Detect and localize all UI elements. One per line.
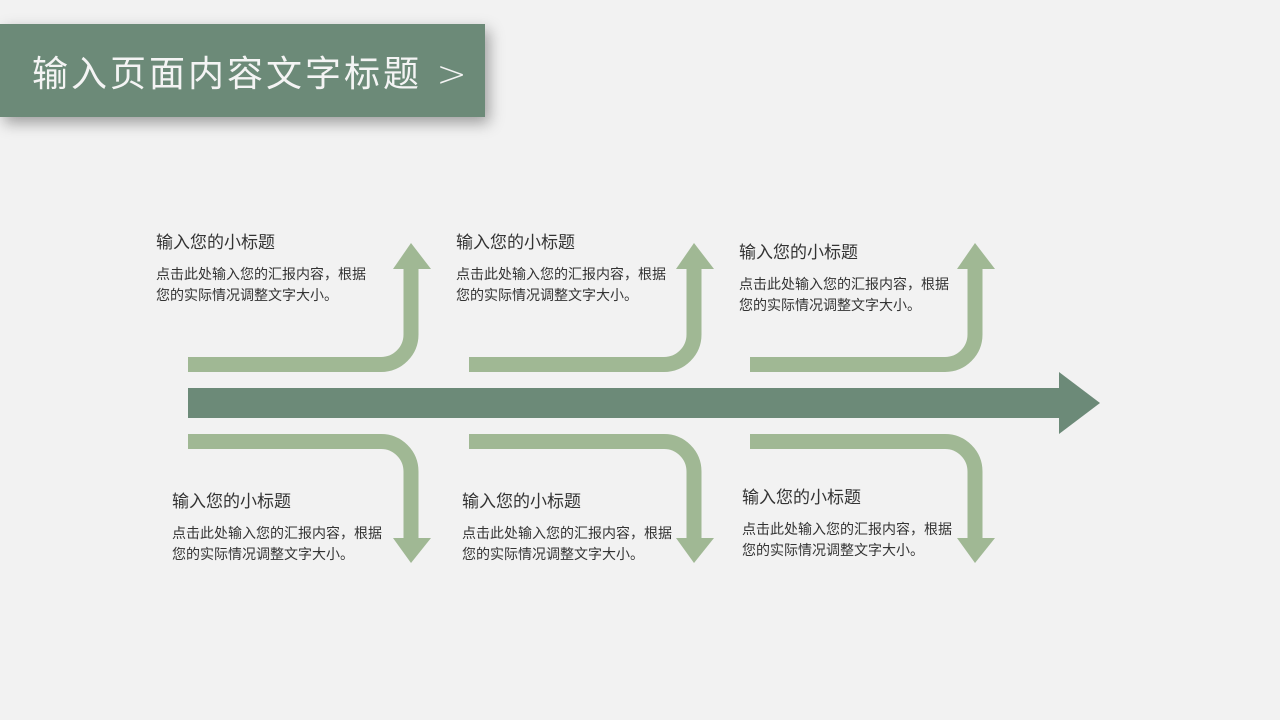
arrowhead-down	[957, 538, 995, 563]
branch-arrow-top-3	[750, 266, 983, 372]
item-body: 点击此处输入您的汇报内容，根据您的实际情况调整文字大小。	[742, 522, 952, 559]
page-title: 输入页面内容文字标题 >	[32, 53, 470, 95]
branch-arrow-top-2	[469, 266, 702, 372]
item-body: 点击此处输入您的汇报内容，根据您的实际情况调整文字大小。	[172, 526, 382, 563]
item-body: 点击此处输入您的汇报内容，根据您的实际情况调整文字大小。	[739, 277, 949, 314]
item-bottom-2: 输入您的小标题 点击此处输入您的汇报内容，根据您的实际情况调整文字大小。	[462, 487, 677, 566]
item-top-3: 输入您的小标题 点击此处输入您的汇报内容，根据您的实际情况调整文字大小。	[739, 238, 954, 317]
item-body: 点击此处输入您的汇报内容，根据您的实际情况调整文字大小。	[456, 267, 666, 304]
item-top-2: 输入您的小标题 点击此处输入您的汇报内容，根据您的实际情况调整文字大小。	[456, 228, 671, 307]
item-title: 输入您的小标题	[462, 492, 581, 512]
item-title: 输入您的小标题	[156, 233, 275, 253]
item-top-1: 输入您的小标题 点击此处输入您的汇报内容，根据您的实际情况调整文字大小。	[156, 228, 371, 307]
item-body: 点击此处输入您的汇报内容，根据您的实际情况调整文字大小。	[462, 526, 672, 563]
arrowhead-up	[676, 243, 714, 269]
arrowhead-down	[393, 538, 431, 563]
branch-arrow-top-1	[188, 266, 419, 372]
item-title: 输入您的小标题	[739, 243, 858, 263]
item-title: 输入您的小标题	[456, 233, 575, 253]
item-title: 输入您的小标题	[742, 488, 861, 508]
item-body: 点击此处输入您的汇报内容，根据您的实际情况调整文字大小。	[156, 267, 366, 304]
item-bottom-1: 输入您的小标题 点击此处输入您的汇报内容，根据您的实际情况调整文字大小。	[172, 487, 387, 566]
arrowhead-down	[676, 538, 714, 563]
main-arrow	[188, 372, 1100, 434]
arrowhead-up	[393, 243, 431, 269]
item-title: 输入您的小标题	[172, 492, 291, 512]
title-banner: 输入页面内容文字标题 >	[0, 24, 485, 117]
arrowhead-up	[957, 243, 995, 269]
branch-arrow-bottom-3	[750, 434, 983, 540]
branch-arrow-bottom-2	[469, 434, 702, 540]
branch-arrow-bottom-1	[188, 434, 419, 540]
item-bottom-3: 输入您的小标题 点击此处输入您的汇报内容，根据您的实际情况调整文字大小。	[742, 483, 957, 562]
